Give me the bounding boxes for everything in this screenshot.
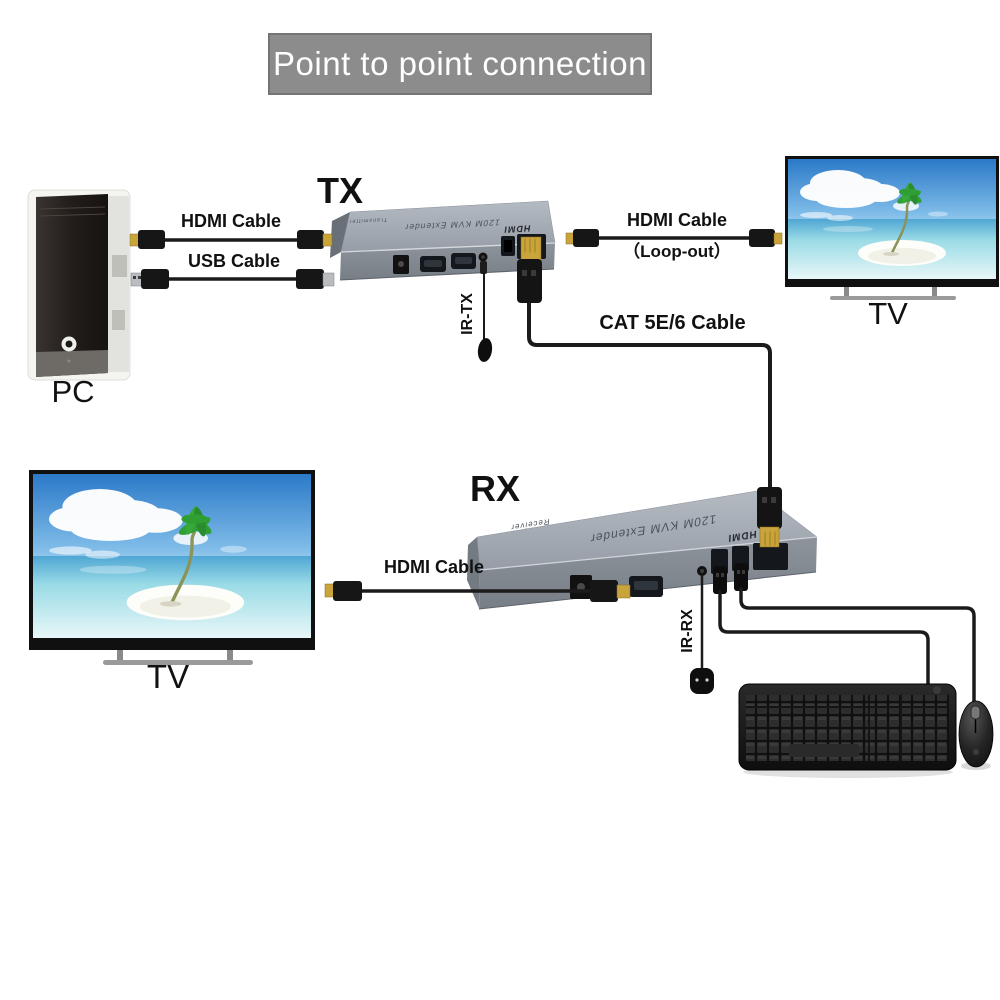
cables <box>129 229 976 705</box>
mouse <box>958 700 994 770</box>
tx-power-port <box>393 255 409 274</box>
cable-rx-keyboard <box>713 566 930 687</box>
keyboard <box>738 683 957 778</box>
cable-label-loop-out: （Loop-out） <box>623 242 731 261</box>
cable-pc-tx-usb <box>130 269 335 289</box>
tx-hdmi-port-2 <box>451 253 476 269</box>
title-text: Point to point connection <box>273 45 647 82</box>
rx-label: RX <box>469 468 520 509</box>
tx-ir-jack <box>478 252 488 262</box>
rx-ir-jack <box>697 566 707 576</box>
ir-rx-receiver <box>690 574 714 694</box>
rx-rj45-port <box>753 543 788 570</box>
tv-top <box>785 156 999 300</box>
rx-power-port <box>570 575 592 599</box>
tx-device <box>330 200 556 281</box>
ir-rx-label: IR-RX <box>679 609 696 653</box>
tx-hdmi-logo: HDMI <box>503 223 531 235</box>
tv-left <box>29 470 315 665</box>
pc-label: PC <box>51 374 95 409</box>
cable-label-tv-rx-hdmi: HDMI Cable <box>383 557 484 577</box>
pc-tower <box>27 189 131 381</box>
tx-hdmi-port-1 <box>420 256 446 272</box>
cable-label-pc-tx-usb: USB Cable <box>187 251 281 271</box>
cable-tx-tv-hdmi <box>565 229 783 247</box>
ir-tx-label: IR-TX <box>459 293 476 335</box>
ir-tx-emitter <box>477 261 493 362</box>
cable-label-cat: CAT 5E/6 Cable <box>599 312 746 334</box>
cable-label-pc-tx-hdmi: HDMI Cable <box>180 211 281 231</box>
cable-rx-mouse <box>734 563 976 705</box>
tx-label: TX <box>316 170 363 211</box>
pc-power-button <box>61 336 77 352</box>
tv-left-label: TV <box>146 658 190 695</box>
tx-usb-port <box>501 236 515 256</box>
cable-tx-rx-cat <box>517 236 782 548</box>
cable-pc-tx-hdmi <box>129 230 333 249</box>
cable-tv-rx-hdmi <box>324 580 631 602</box>
rx-hdmi-port <box>629 576 663 597</box>
cable-label-tx-tv-hdmi: HDMI Cable <box>626 210 727 230</box>
title-banner: Point to point connection <box>268 33 652 95</box>
tv-top-label: TV <box>868 296 908 331</box>
